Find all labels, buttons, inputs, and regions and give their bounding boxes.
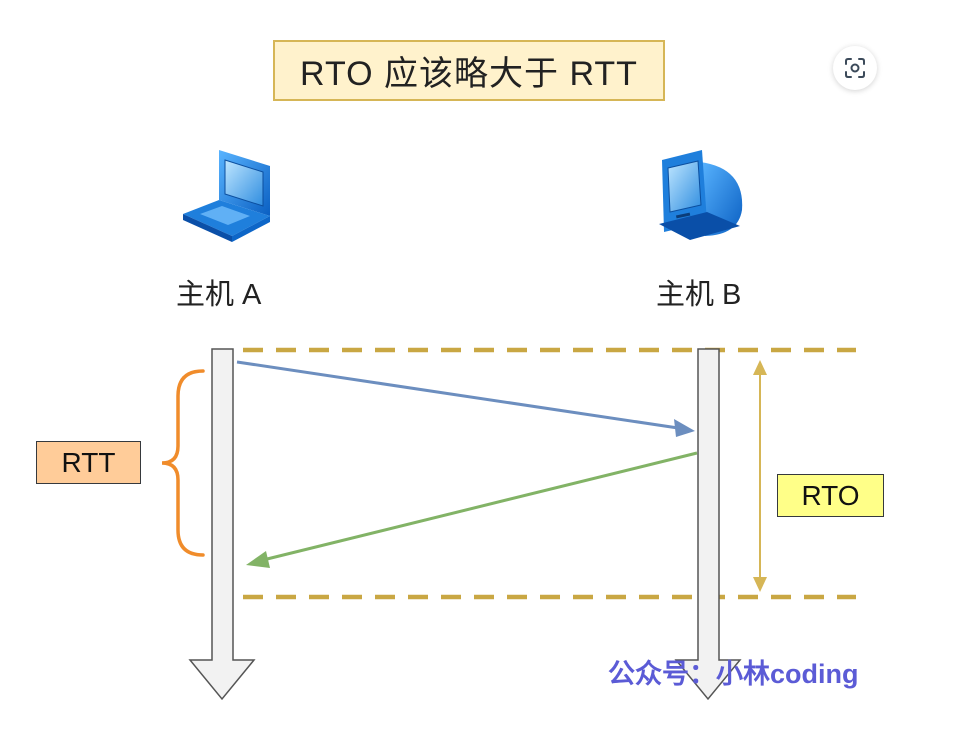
host-b-label: 主机 B xyxy=(656,279,742,311)
desktop-computer-icon xyxy=(659,150,743,240)
diagram-title: RTO 应该略大于 RTT xyxy=(273,40,665,101)
send-packet-arrow xyxy=(236,360,695,437)
watermark-text: 公众号：小林coding xyxy=(608,659,859,689)
rtt-label: RTT xyxy=(36,441,141,484)
lens-icon xyxy=(845,58,865,78)
host-a-timeline xyxy=(188,348,256,701)
rto-double-arrow xyxy=(753,360,767,592)
laptop-icon xyxy=(183,150,270,242)
host-b-timeline xyxy=(674,348,742,701)
rtt-brace xyxy=(161,369,205,557)
rto-label: RTO xyxy=(777,474,884,517)
image-search-button[interactable] xyxy=(833,46,877,90)
ack-packet-arrow xyxy=(246,451,698,568)
host-a-label: 主机 A xyxy=(176,279,262,311)
